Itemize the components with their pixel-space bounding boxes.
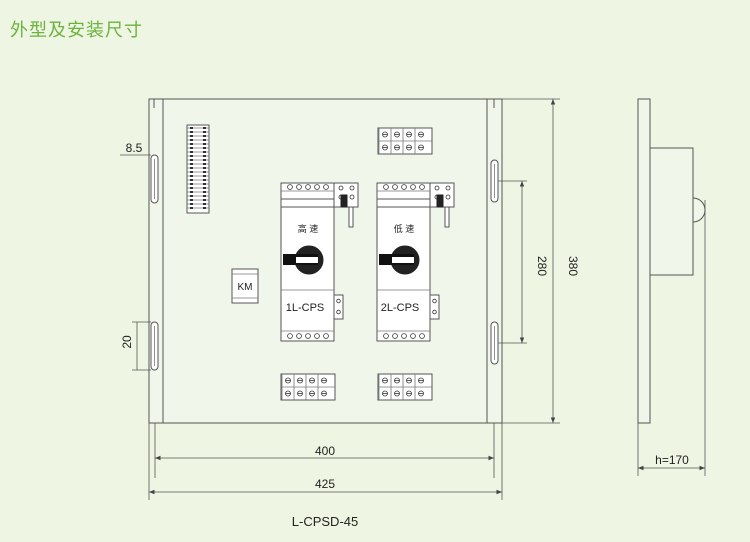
unit1-speed-label: 高 速: [298, 223, 319, 234]
cps-unit-2: [376, 182, 455, 342]
dimension-height: [502, 98, 560, 424]
slot-height-label: 20: [120, 335, 134, 349]
terminal-strip: [186, 124, 210, 214]
unit2-speed-label: 低 速: [394, 223, 415, 234]
dimension-inner-width: [154, 423, 495, 478]
depth-label: h=170: [655, 453, 689, 467]
inner-width-label: 400: [315, 444, 335, 458]
terminal-blocks: [280, 127, 433, 401]
diagram-title: 外型及安装尺寸: [10, 20, 143, 41]
dimension-outer-width: [148, 423, 503, 500]
unit2-label: 2L-CPS: [381, 302, 420, 314]
unit1-label: 1L-CPS: [286, 302, 325, 314]
km-contactor: [231, 268, 259, 304]
cps-unit-1: [280, 182, 359, 342]
mounting-slots: [150, 154, 499, 371]
height-label: 380: [566, 256, 580, 276]
outer-width-label: 425: [315, 477, 335, 491]
hole-spacing-label: 280: [535, 256, 549, 276]
side-view: [637, 98, 706, 476]
km-label: KM: [238, 282, 253, 293]
dimension-slot-height: [132, 321, 151, 371]
model-label: L-CPSD-45: [292, 514, 358, 529]
dimension-hole-spacing: [498, 180, 527, 344]
left-offset-label: 8.5: [126, 141, 143, 155]
